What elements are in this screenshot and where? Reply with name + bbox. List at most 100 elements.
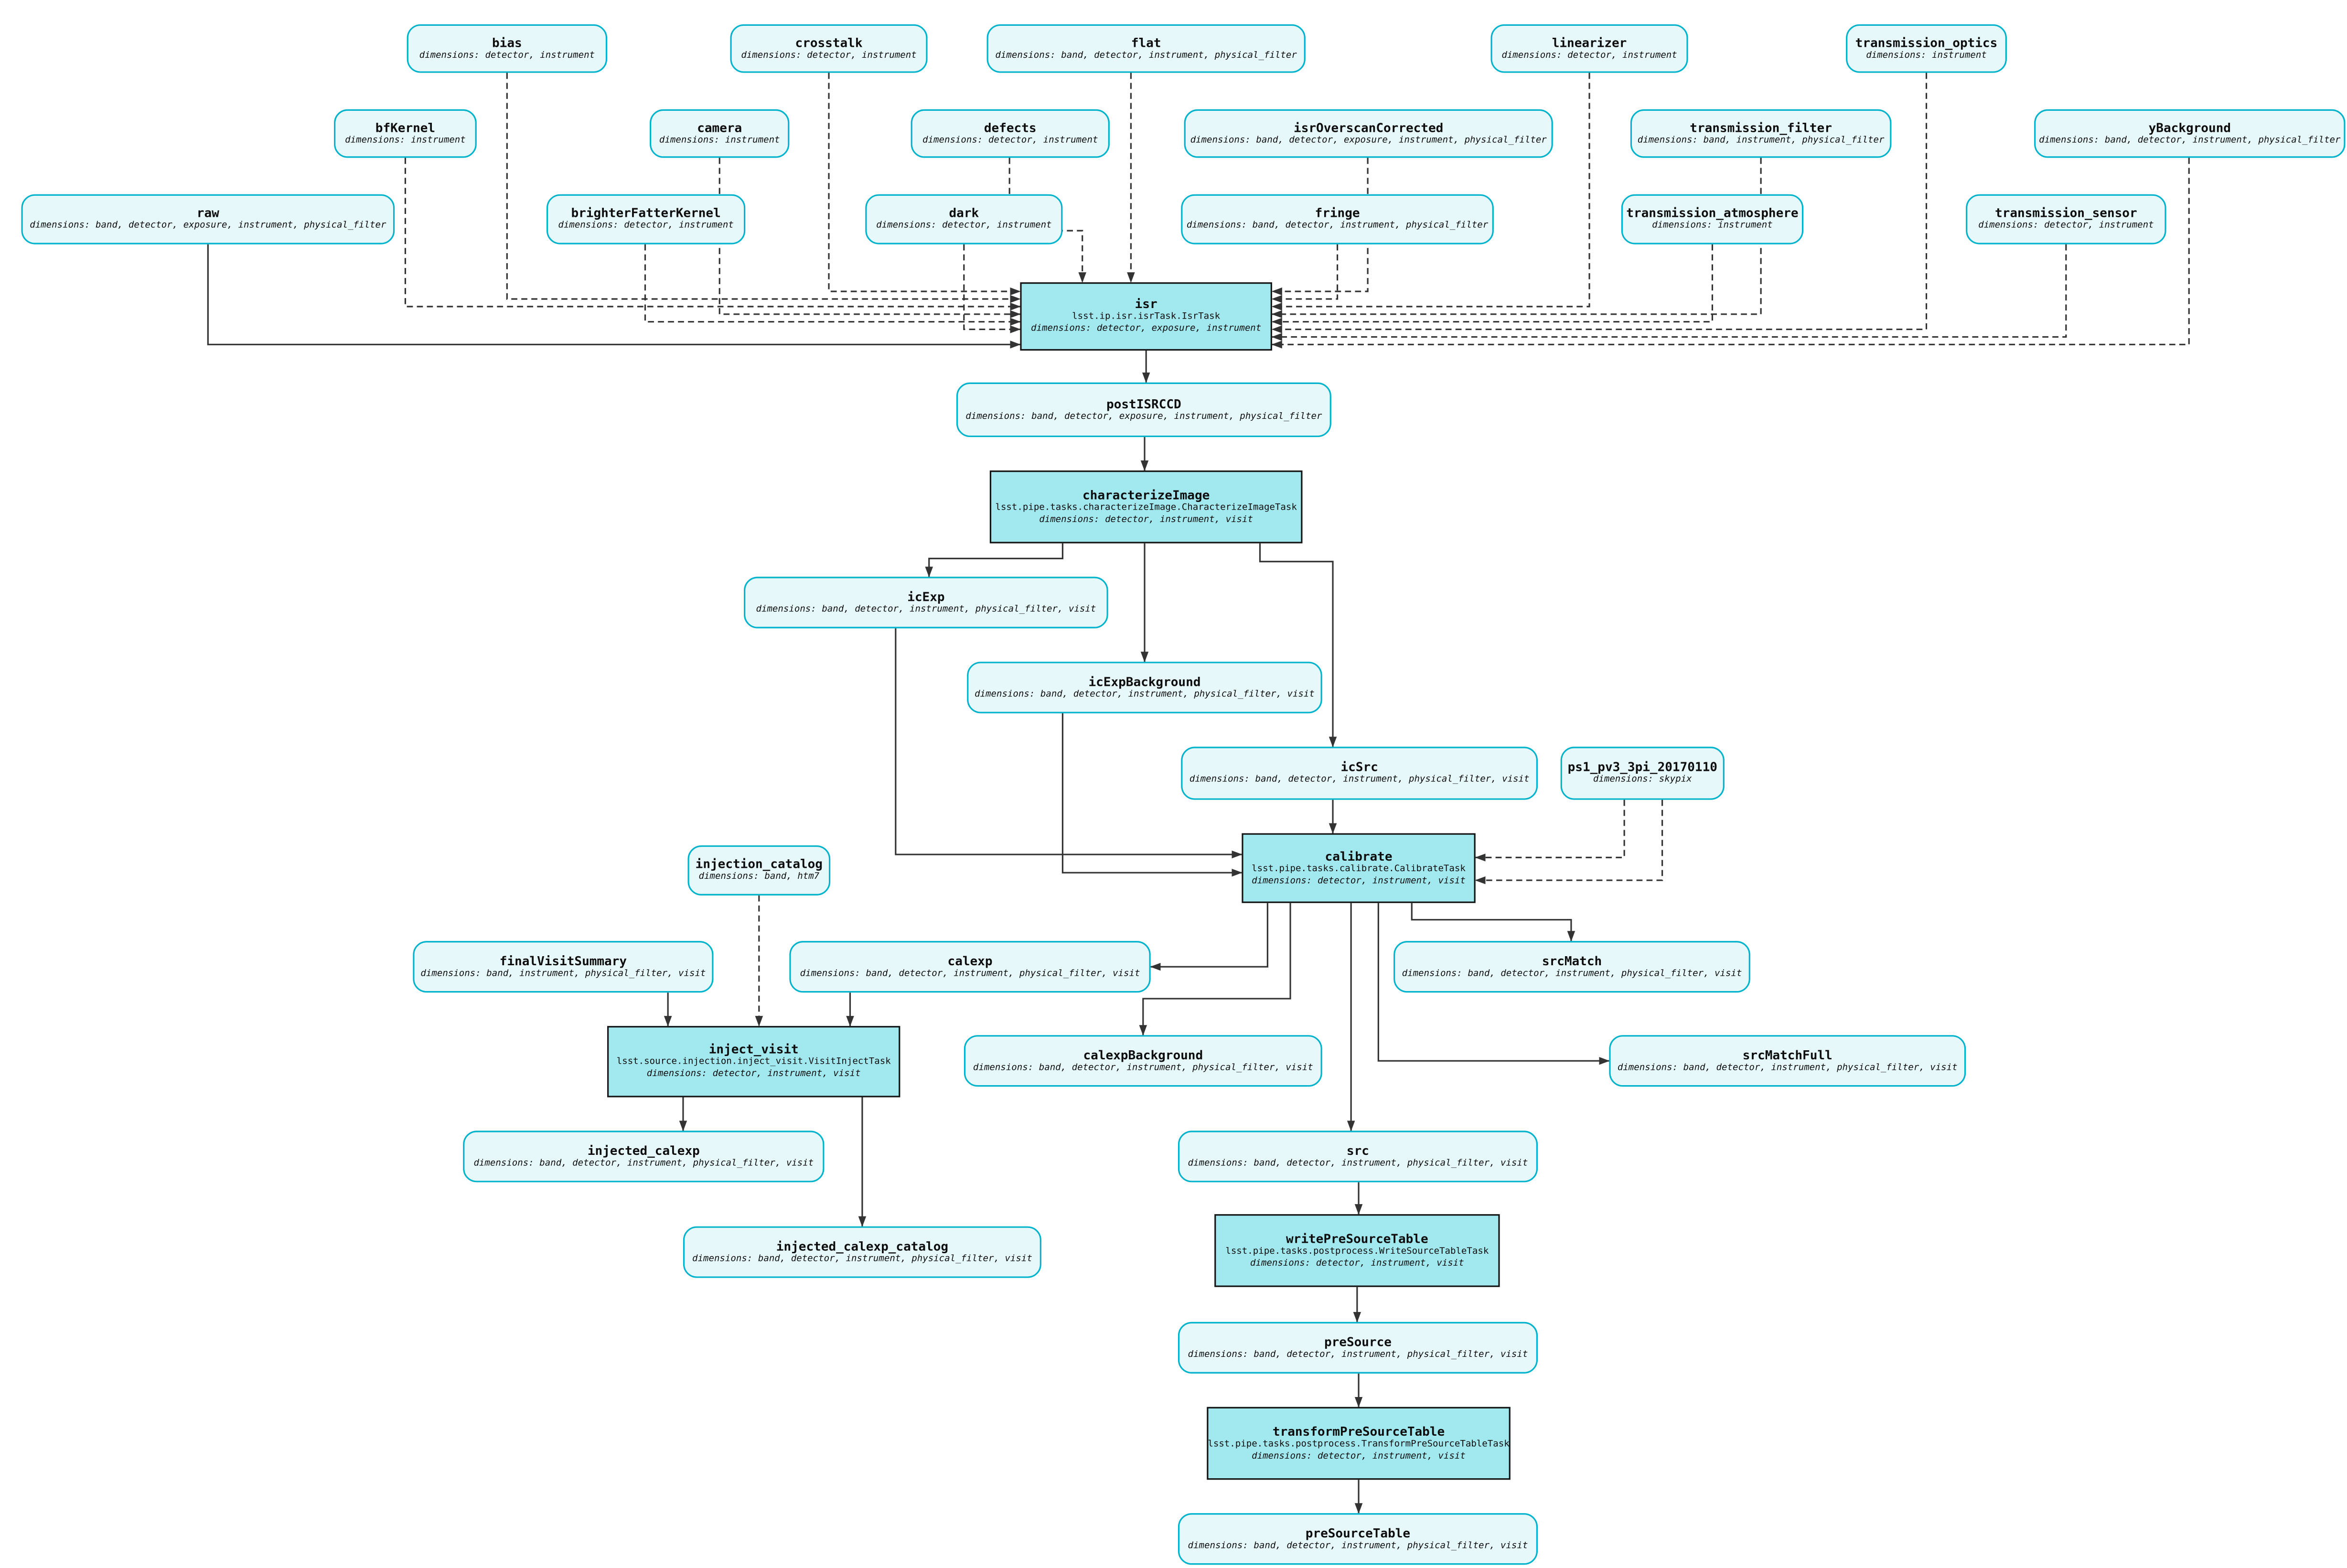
node-title: bfKernel xyxy=(375,119,436,135)
dimensions-value: band, detector, instrument, physical_fil… xyxy=(866,968,1140,979)
dimensions-value: band, detector, instrument, physical_fil… xyxy=(758,1253,1032,1264)
dimensions-value: band, detector, instrument, physical_fil… xyxy=(539,1157,814,1169)
dimensions-label: dimensions: xyxy=(419,50,480,61)
node-dimensions: dimensions: instrument xyxy=(1866,50,1987,61)
node-title: transmission_filter xyxy=(1690,119,1832,135)
dimensions-value: detector, instrument, visit xyxy=(1316,1258,1464,1269)
dimensions-value: band, instrument, physical_filter xyxy=(1703,135,1885,146)
dimensions-value: detector, instrument xyxy=(807,50,917,61)
dimensions-label: dimensions: xyxy=(876,220,937,231)
dimensions-label: dimensions: xyxy=(1250,1258,1311,1269)
dimensions-value: band, detector, instrument, physical_fil… xyxy=(1061,50,1297,61)
dimensions-value: detector, instrument xyxy=(988,135,1098,146)
dimensions-label: dimensions: xyxy=(1189,774,1250,785)
node-title: raw xyxy=(196,205,219,221)
edge-linearizer-to-isr xyxy=(1271,73,1590,311)
edge-brighterFatterKernel-to-isr xyxy=(644,244,1021,326)
dimensions-label: dimensions: xyxy=(1031,323,1092,335)
dimensions-value: band, detector, instrument, physical_fil… xyxy=(1683,1062,1958,1073)
node-dimensions: dimensions: band, detector, instrument, … xyxy=(1188,1349,1528,1360)
dimensions-value: instrument xyxy=(410,135,466,146)
node-title: isr xyxy=(1135,296,1157,311)
edge-characterizeImage-to-icExp xyxy=(925,543,1063,577)
node-dimensions: dimensions: band, detector, instrument, … xyxy=(692,1253,1032,1265)
dimensions-label: dimensions: xyxy=(345,135,406,146)
node-dimensions: dimensions: detector, instrument xyxy=(876,220,1052,232)
node-dimensions: dimensions: detector, instrument xyxy=(558,221,733,232)
dimensions-value: band, detector, instrument, physical_fil… xyxy=(1255,774,1530,785)
dimensions-label: dimensions: xyxy=(1188,1157,1248,1169)
dimensions-label: dimensions: xyxy=(965,411,1026,422)
edge-transmission_sensor-to-isr xyxy=(1271,244,2067,341)
dimensions-value: detector, instrument xyxy=(942,220,1052,231)
node-dimensions: dimensions: detector, instrument xyxy=(1501,50,1677,61)
node-title: dark xyxy=(949,205,979,221)
dimensions-value: band, htm7 xyxy=(764,871,820,883)
dimensions-value: detector, instrument xyxy=(485,50,595,61)
dimensions-value: detector, instrument, visit xyxy=(1105,514,1254,525)
dimensions-value: band, detector, exposure, instrument, ph… xyxy=(1256,135,1547,146)
node-dimensions: dimensions: band, detector, instrument, … xyxy=(975,688,1315,700)
node-dimensions: dimensions: detector, instrument xyxy=(419,50,595,61)
node-dimensions: dimensions: band, detector, instrument, … xyxy=(2039,135,2340,146)
node-dimensions: dimensions: detector, instrument, visit xyxy=(1252,875,1466,887)
node-title: srcMatch xyxy=(1542,952,1602,968)
node-title: preSource xyxy=(1324,1333,1392,1349)
edge-yBackground-to-isr xyxy=(1271,158,2190,349)
edge-transmission_atmosphere-to-isr xyxy=(1271,244,1714,326)
node-dimensions: dimensions: band, htm7 xyxy=(698,871,820,883)
node-dimensions: dimensions: band, detector, instrument, … xyxy=(1188,1540,1528,1552)
node-title: injected_calexp xyxy=(587,1142,700,1158)
edge-calibrate-to-srcMatchFull xyxy=(1377,903,1610,1065)
node-title: fringe xyxy=(1315,205,1360,221)
dimensions-label: dimensions: xyxy=(1501,50,1562,61)
node-title: characterizeImage xyxy=(1082,486,1210,502)
node-title: finalVisitSummary xyxy=(499,952,627,968)
node-dimensions: dimensions: skypix xyxy=(1593,775,1692,786)
node-title: yBackground xyxy=(2148,119,2231,135)
edge-ps1_pv3_3pi_20170110-to-calibrate xyxy=(1475,800,1663,885)
task-class-path: lsst.pipe.tasks.calibrate.CalibrateTask xyxy=(1252,863,1466,874)
dimensions-label: dimensions: xyxy=(420,968,481,979)
edge-transmission_optics-to-isr xyxy=(1271,73,1928,333)
node-dimensions: dimensions: detector, instrument, visit xyxy=(646,1069,861,1080)
node-title: transmission_sensor xyxy=(1994,205,2137,221)
node-title: injected_calexp_catalog xyxy=(776,1237,949,1253)
dimensions-label: dimensions: xyxy=(646,1069,707,1080)
edge-ps1_pv3_3pi_20170110-to-calibrate xyxy=(1475,800,1625,862)
dimensions-label: dimensions: xyxy=(692,1253,753,1264)
dimensions-label: dimensions: xyxy=(1190,135,1251,146)
edge-dark-to-isr xyxy=(963,244,1021,333)
node-title: transmission_atmosphere xyxy=(1626,205,1799,221)
node-dimensions: dimensions: detector, instrument xyxy=(1978,221,2154,232)
dimensions-label: dimensions: xyxy=(473,1157,534,1169)
dimensions-value: band, detector, instrument, physical_fil… xyxy=(1040,688,1315,700)
task-class-path: lsst.source.injection.inject_visit.Visit… xyxy=(616,1056,891,1067)
edge-icExp-to-calibrate xyxy=(895,628,1243,859)
dimensions-label: dimensions: xyxy=(698,871,759,883)
edge-crosstalk-to-isr xyxy=(828,73,1021,296)
node-title: defects xyxy=(984,119,1037,135)
node-dimensions: dimensions: instrument xyxy=(659,135,780,146)
dimensions-label: dimensions: xyxy=(1039,514,1100,525)
node-dimensions: dimensions: band, detector, instrument, … xyxy=(473,1157,814,1169)
dimensions-label: dimensions: xyxy=(1252,875,1312,886)
node-dimensions: dimensions: band, detector, instrument, … xyxy=(756,604,1096,615)
